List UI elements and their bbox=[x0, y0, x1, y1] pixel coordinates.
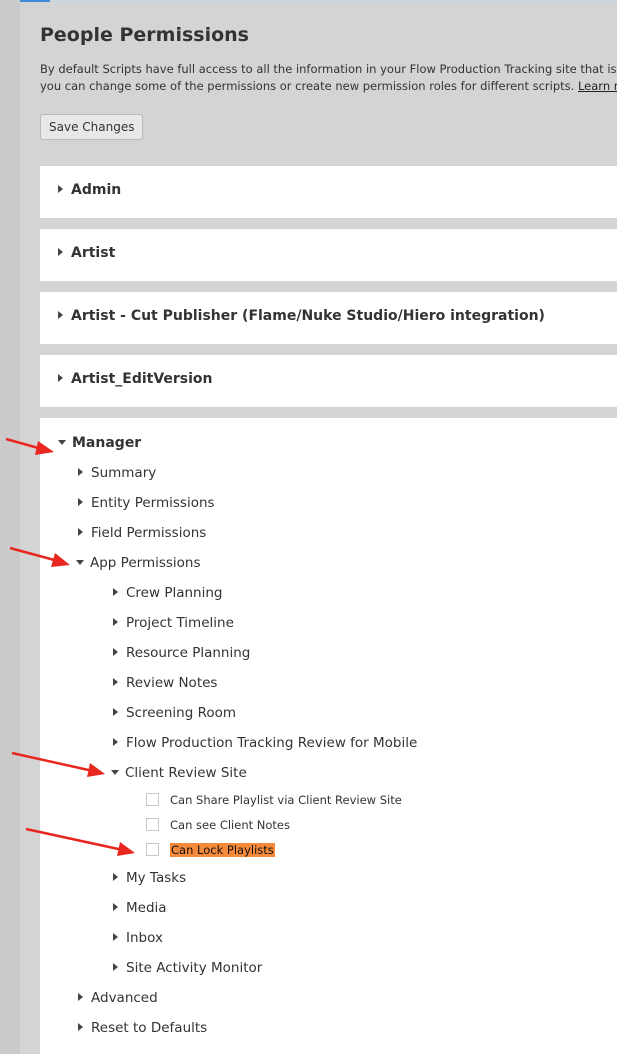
app-media[interactable]: Media bbox=[113, 900, 167, 916]
role-label: Admin bbox=[71, 182, 122, 198]
app-project-timeline[interactable]: Project Timeline bbox=[113, 615, 234, 631]
annotation-arrow-app-permissions bbox=[9, 546, 70, 567]
app-crew-planning[interactable]: Crew Planning bbox=[113, 585, 222, 601]
intro-text: By default Scripts have full access to a… bbox=[40, 61, 617, 95]
role-panel-artist-cut-publisher: Artist - Cut Publisher (Flame/Nuke Studi… bbox=[40, 292, 617, 344]
expand-triangle-icon bbox=[113, 873, 118, 881]
role-panel-artist: Artist bbox=[40, 229, 617, 281]
expand-triangle-icon bbox=[58, 374, 63, 382]
section-label: Summary bbox=[91, 465, 157, 481]
section-label: Field Permissions bbox=[91, 525, 207, 541]
expand-triangle-icon bbox=[78, 993, 83, 1001]
section-advanced[interactable]: Advanced bbox=[78, 990, 158, 1006]
app-label: Client Review Site bbox=[125, 765, 247, 781]
role-label: Manager bbox=[72, 435, 142, 451]
app-resource-planning[interactable]: Resource Planning bbox=[113, 645, 250, 661]
app-review-for-mobile[interactable]: Flow Production Tracking Review for Mobi… bbox=[113, 735, 417, 751]
permission-label-highlighted: Can Lock Playlists bbox=[170, 843, 275, 857]
role-panel-manager: Manager Summary Entity Permissions Field… bbox=[40, 418, 617, 1054]
section-label: App Permissions bbox=[90, 555, 201, 571]
intro-line-2-text: you can change some of the permissions o… bbox=[40, 79, 575, 93]
left-gutter bbox=[0, 0, 20, 1054]
save-changes-button[interactable]: Save Changes bbox=[40, 114, 144, 140]
role-label: Artist_EditVersion bbox=[71, 371, 213, 387]
collapse-triangle-icon bbox=[111, 769, 119, 775]
app-label: Resource Planning bbox=[126, 645, 251, 661]
expand-triangle-icon bbox=[78, 498, 83, 506]
annotation-arrow-client-review-site bbox=[11, 751, 105, 777]
role-panel-artist-editversion: Artist_EditVersion bbox=[40, 355, 617, 407]
expand-triangle-icon bbox=[113, 678, 118, 686]
section-reset-to-defaults[interactable]: Reset to Defaults bbox=[78, 1020, 207, 1036]
role-label: Artist - Cut Publisher (Flame/Nuke Studi… bbox=[71, 308, 545, 324]
expand-triangle-icon bbox=[78, 468, 83, 476]
role-header-artist-editversion[interactable]: Artist_EditVersion bbox=[58, 371, 213, 387]
role-header-manager[interactable]: Manager bbox=[58, 435, 141, 451]
learn-more-link[interactable]: Learn mo bbox=[577, 79, 617, 93]
permission-checkbox[interactable] bbox=[146, 793, 159, 806]
app-label: Crew Planning bbox=[126, 585, 223, 601]
app-label: Project Timeline bbox=[126, 615, 234, 631]
permission-label: Can see Client Notes bbox=[170, 818, 290, 832]
section-entity-permissions[interactable]: Entity Permissions bbox=[78, 495, 215, 511]
permission-see-client-notes: Can see Client Notes bbox=[146, 818, 290, 832]
app-inbox[interactable]: Inbox bbox=[113, 930, 163, 946]
expand-triangle-icon bbox=[113, 738, 118, 746]
permission-lock-playlists: Can Lock Playlists bbox=[146, 843, 275, 857]
expand-triangle-icon bbox=[113, 963, 118, 971]
app-review-notes[interactable]: Review Notes bbox=[113, 675, 217, 691]
expand-triangle-icon bbox=[113, 648, 118, 656]
app-label: Media bbox=[126, 900, 167, 916]
annotation-arrow-lock-playlists bbox=[25, 827, 135, 856]
expand-triangle-icon bbox=[58, 248, 63, 256]
intro-line-2: you can change some of the permissions o… bbox=[40, 78, 617, 95]
role-panel-admin: Admin bbox=[40, 166, 617, 218]
role-header-admin[interactable]: Admin bbox=[58, 182, 121, 198]
expand-triangle-icon bbox=[113, 708, 118, 716]
expand-triangle-icon bbox=[78, 528, 83, 536]
expand-triangle-icon bbox=[58, 311, 63, 319]
app-label: Flow Production Tracking Review for Mobi… bbox=[126, 735, 418, 751]
app-site-activity-monitor[interactable]: Site Activity Monitor bbox=[113, 960, 262, 976]
app-label: My Tasks bbox=[126, 870, 187, 886]
page-title: People Permissions bbox=[40, 24, 249, 46]
permission-checkbox[interactable] bbox=[146, 818, 159, 831]
expand-triangle-icon bbox=[113, 903, 118, 911]
section-label: Entity Permissions bbox=[91, 495, 215, 511]
permission-label: Can Share Playlist via Client Review Sit… bbox=[170, 793, 402, 807]
top-accent-bar bbox=[0, 0, 50, 2]
app-label: Screening Room bbox=[126, 705, 237, 721]
role-label: Artist bbox=[71, 245, 116, 261]
app-client-review-site[interactable]: Client Review Site bbox=[111, 765, 247, 781]
section-label: Advanced bbox=[91, 990, 158, 1006]
expand-triangle-icon bbox=[78, 1023, 83, 1031]
expand-triangle-icon bbox=[58, 185, 63, 193]
app-label: Review Notes bbox=[126, 675, 218, 691]
annotation-arrow-manager bbox=[5, 437, 54, 455]
permission-checkbox[interactable] bbox=[146, 843, 159, 856]
collapse-triangle-icon bbox=[58, 439, 66, 445]
collapse-triangle-icon bbox=[76, 559, 84, 565]
section-field-permissions[interactable]: Field Permissions bbox=[78, 525, 206, 541]
section-app-permissions[interactable]: App Permissions bbox=[76, 555, 201, 571]
intro-line-1: By default Scripts have full access to a… bbox=[40, 62, 617, 76]
role-header-artist-cut-publisher[interactable]: Artist - Cut Publisher (Flame/Nuke Studi… bbox=[58, 308, 545, 324]
expand-triangle-icon bbox=[113, 588, 118, 596]
section-summary[interactable]: Summary bbox=[78, 465, 156, 481]
expand-triangle-icon bbox=[113, 933, 118, 941]
app-label: Site Activity Monitor bbox=[126, 960, 263, 976]
permission-share-playlist: Can Share Playlist via Client Review Sit… bbox=[146, 793, 402, 807]
app-my-tasks[interactable]: My Tasks bbox=[113, 870, 186, 886]
app-label: Inbox bbox=[126, 930, 163, 946]
top-strip bbox=[0, 0, 617, 2]
role-header-artist[interactable]: Artist bbox=[58, 245, 115, 261]
expand-triangle-icon bbox=[113, 618, 118, 626]
section-label: Reset to Defaults bbox=[91, 1020, 208, 1036]
app-screening-room[interactable]: Screening Room bbox=[113, 705, 236, 721]
